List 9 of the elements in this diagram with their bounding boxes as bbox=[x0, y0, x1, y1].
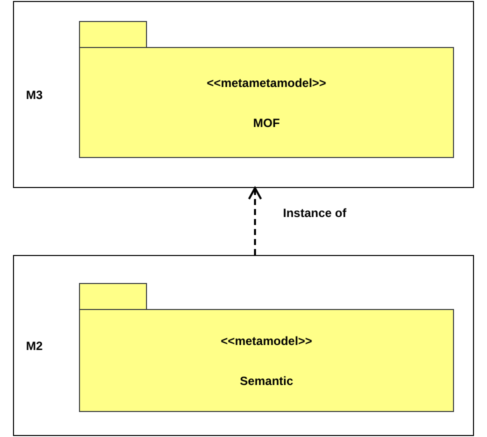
layer-label: M3 bbox=[26, 86, 43, 104]
layer-box bbox=[13, 1, 474, 188]
stereotype-text: <<metametamodel>> bbox=[206, 74, 326, 92]
package-name: MOF bbox=[253, 114, 280, 132]
package-name: Semantic bbox=[240, 372, 294, 390]
dashed-arrow bbox=[248, 187, 262, 255]
layer-box bbox=[13, 255, 474, 436]
layer-label: M2 bbox=[26, 338, 43, 354]
stereotype-text: <<metamodel>> bbox=[220, 332, 312, 350]
